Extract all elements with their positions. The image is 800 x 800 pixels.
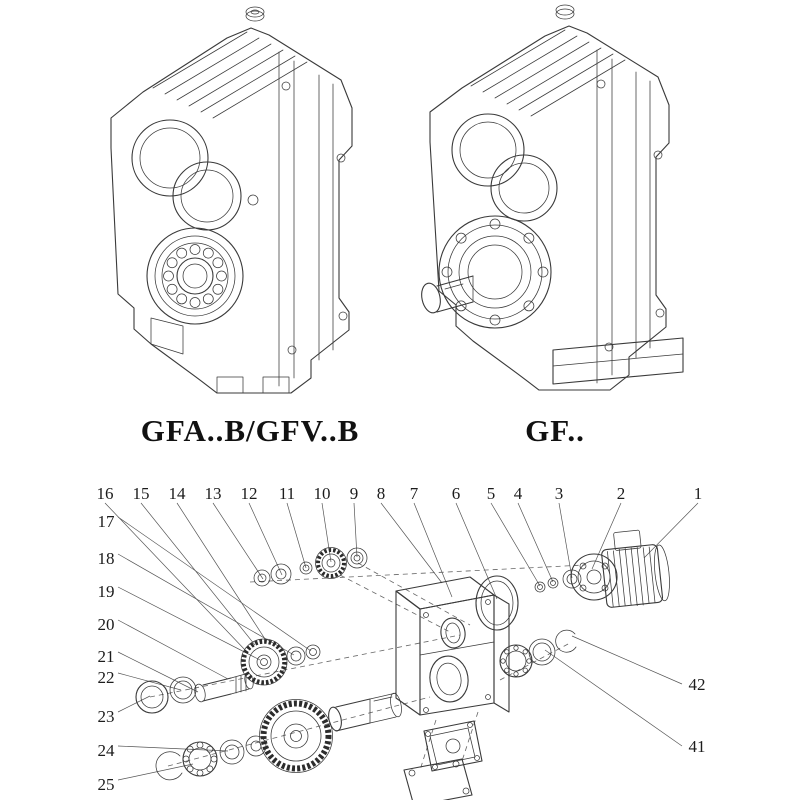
model-label-gf: GF..: [525, 413, 585, 448]
callout-5: 5: [487, 484, 496, 503]
motor-part: [570, 529, 670, 608]
gearbox-gfab-body: [110, 6, 353, 394]
output-gear: [259, 699, 333, 773]
input-shaft-parts: [253, 547, 582, 631]
callout-22: 22: [98, 668, 115, 687]
part-callouts: 16 15 14 13 12 11 10 9 8 7 6 5 4 3 2 1 1…: [97, 484, 706, 794]
intermediate-shaft-parts: [135, 638, 321, 714]
model-label-gfab: GFA..B/GFV..B: [140, 413, 360, 448]
callout-3: 3: [555, 484, 564, 503]
ball-bearing: [182, 741, 218, 777]
callout-42: 42: [689, 675, 706, 694]
callout-6: 6: [452, 484, 461, 503]
snap-ring: [555, 629, 577, 653]
callout-21: 21: [98, 647, 115, 666]
output-shaft-parts: [155, 692, 483, 800]
bottom-gasket-plate: [403, 758, 473, 800]
callout-23: 23: [98, 707, 115, 726]
callout-4: 4: [514, 484, 523, 503]
input-bearing-bores: [451, 113, 558, 222]
callout-16: 16: [97, 484, 114, 503]
gearbox-iso-drawing-gfab: [110, 6, 353, 394]
terminal-box: [613, 529, 642, 551]
callout-11: 11: [279, 484, 295, 503]
output-side-bearings: [499, 629, 577, 678]
snap-ring: [155, 751, 183, 781]
assembly-axis-lines: [149, 562, 586, 771]
callout-24: 24: [98, 741, 116, 760]
callout-19: 19: [98, 582, 115, 601]
cooling-fins: [152, 31, 308, 119]
oil-seal: [135, 680, 169, 714]
input-pinion-gear: [315, 547, 347, 579]
hollow-shaft-bearing: [146, 227, 244, 325]
gasket-ring: [475, 575, 519, 631]
callout-20: 20: [98, 615, 115, 634]
callout-10: 10: [314, 484, 331, 503]
callout-14: 14: [169, 484, 187, 503]
output-shaft: [328, 692, 402, 732]
gearbox-gf-body: [421, 4, 684, 391]
callout-41: 41: [689, 737, 706, 756]
callout-2: 2: [617, 484, 626, 503]
gear-housing-part: [395, 576, 510, 716]
callout-9: 9: [350, 484, 359, 503]
motor-flange: [570, 553, 618, 601]
callout-25: 25: [98, 775, 115, 794]
callout-1: 1: [694, 484, 703, 503]
gearbox-iso-drawing-gf: [421, 4, 684, 391]
callout-18: 18: [98, 549, 115, 568]
callout-8: 8: [377, 484, 386, 503]
exploded-parts-diagram: 16 15 14 13 12 11 10 9 8 7 6 5 4 3 2 1 1…: [97, 484, 706, 800]
output-shaft: [421, 275, 474, 314]
output-flange: [438, 215, 552, 329]
cooling-fins: [470, 29, 626, 117]
callout-15: 15: [133, 484, 150, 503]
callout-7: 7: [410, 484, 419, 503]
callout-12: 12: [241, 484, 258, 503]
intermediate-gear: [240, 638, 288, 686]
callout-leader-lines: [104, 502, 699, 781]
base-skid: [552, 337, 684, 385]
callout-13: 13: [205, 484, 222, 503]
callout-17: 17: [98, 512, 116, 531]
input-bearing-bores: [131, 119, 242, 231]
